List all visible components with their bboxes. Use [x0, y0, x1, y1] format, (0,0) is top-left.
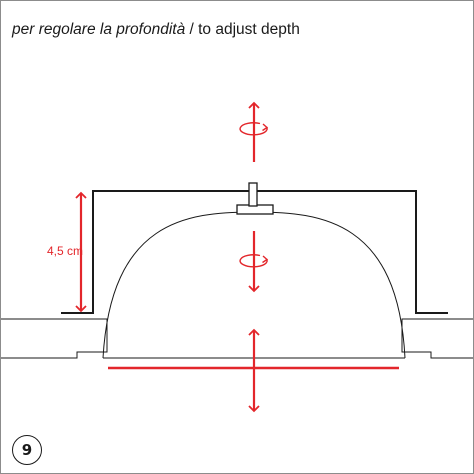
dome-fixture — [102, 182, 406, 359]
caption-separator: / — [185, 21, 199, 38]
depth-measurement-label: 4,5 cm — [46, 244, 83, 258]
rotate-arrow-icon — [239, 254, 269, 268]
caption-english: to adjust depth — [198, 21, 300, 38]
rotate-arrow-icon — [239, 122, 269, 136]
ceiling-right — [401, 318, 473, 359]
ceiling-profile — [1, 318, 473, 359]
adjustment-screw — [248, 182, 258, 207]
instruction-caption: per regolare la profondità / to adjust d… — [12, 21, 300, 39]
caption-italian: per regolare la profondità — [12, 21, 186, 38]
annotations — [75, 101, 399, 413]
step-number-badge: 9 — [12, 435, 42, 465]
ceiling-left — [1, 318, 108, 359]
